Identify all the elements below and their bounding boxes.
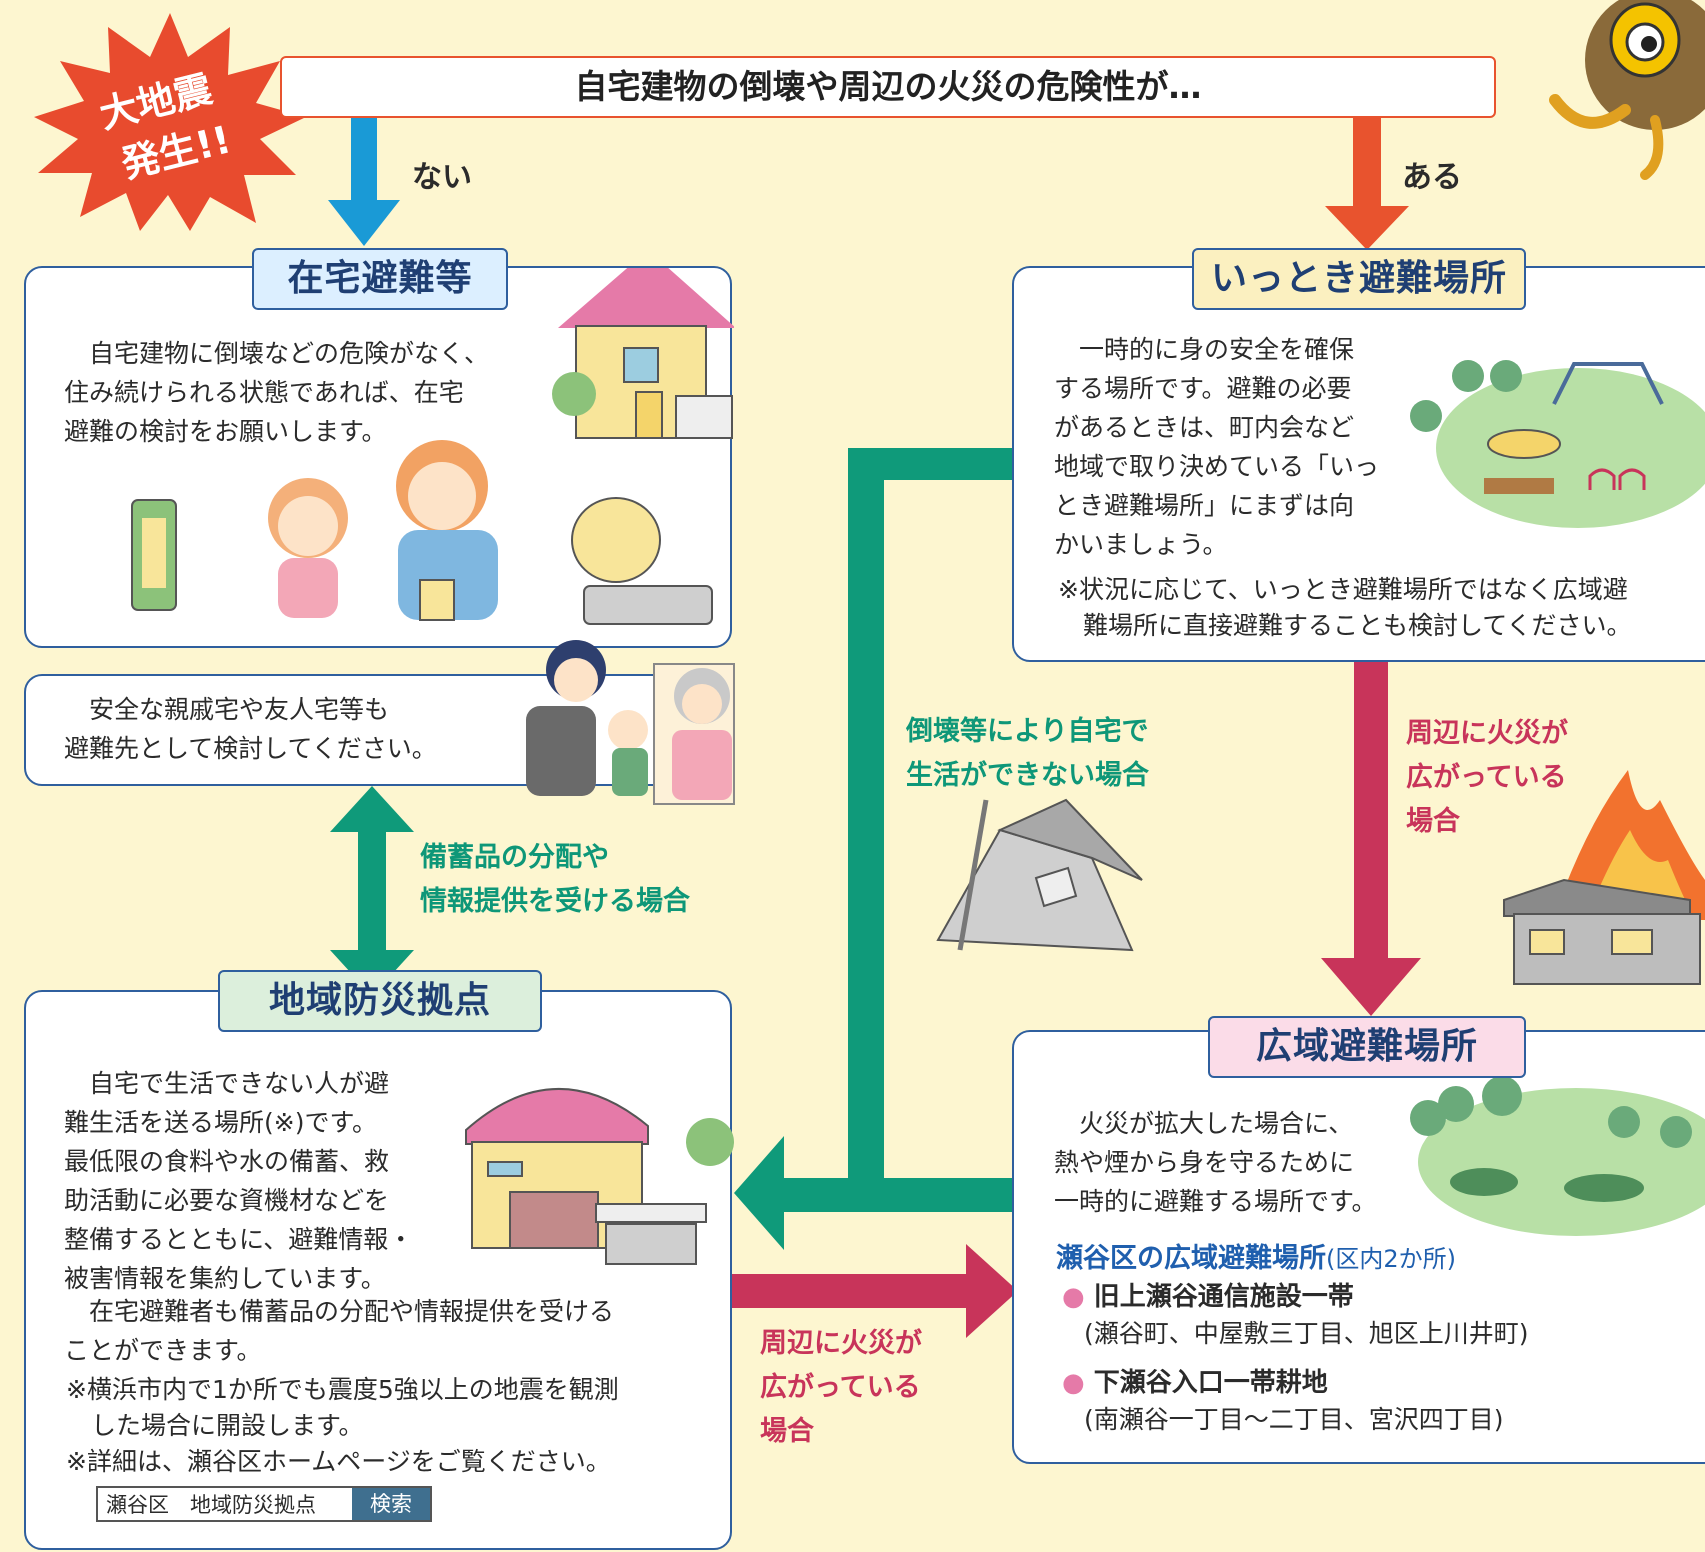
wide-area-item-area: (南瀬谷一丁目〜二丁目、宮沢四丁目): [1084, 1405, 1504, 1434]
park-illustration-icon: [1410, 360, 1705, 528]
relatives-text: 安全な親戚宅や友人宅等も 避難先として検討してください。: [64, 695, 437, 763]
wide-area-list-count: (区内2か所): [1326, 1245, 1456, 1273]
regional-base-note1: ※横浜市内で1か所でも震度5強以上の地震を観測 した場合に開設します。: [66, 1375, 619, 1440]
arrow-yes: [1325, 118, 1409, 250]
question-bar: 自宅建物の倒壊や周辺の火災の危険性が…: [280, 56, 1496, 118]
open-field-illustration-icon: [1410, 1076, 1705, 1236]
temporary-area-box: 一時的に身の安全を確保 する場所です。避難の必要 があるときは、町内会など 地域…: [1012, 248, 1705, 662]
wide-area-list-title: 瀬谷区の広域避難場所: [1056, 1243, 1326, 1274]
fire-label-bottom: 周辺に火災が 広がっている 場合: [760, 1328, 922, 1447]
arrow-fire-down: [1321, 662, 1421, 1016]
wide-area-item: ● 旧上瀬谷通信施設一帯 (瀬谷町、中屋敷三丁目、旭区上川井町): [1062, 1278, 1529, 1352]
home-shelter-text: 自宅建物に倒壊などの危険がなく、 住み続けられる状態であれば、在宅 避難の検討を…: [64, 339, 490, 446]
arrow-no: [328, 118, 400, 246]
bullet-dot-icon: ●: [1062, 1368, 1085, 1398]
regional-base-text1: 自宅で生活できない人が避 難生活を送る場所(※)です。 最低限の食料や水の備蓄、…: [64, 1069, 414, 1293]
arrow-collapse-route: [734, 448, 1018, 1250]
wide-area-item-name: 下瀬谷入口一帯耕地: [1093, 1368, 1328, 1398]
bullet-dot-icon: ●: [1062, 1282, 1085, 1312]
house-illustration-icon: [131, 268, 734, 625]
regional-base-text2: 在宅避難者も備蓄品の分配や情報提供を受ける ことができます。: [64, 1297, 615, 1365]
arrow-supplies-double: [330, 786, 414, 996]
collapse-label: 倒壊等により自宅で 生活ができない場合: [906, 716, 1149, 791]
search-button[interactable]: 検索: [352, 1488, 430, 1520]
base-building-illustration-icon: [465, 1088, 734, 1265]
owl-mascot-icon: [1545, 0, 1705, 180]
wide-area-box: 火災が拡大した場合に、 熱や煙から身を守るために 一時的に避難する場所です。 瀬…: [1012, 1016, 1705, 1464]
burst-star-icon: [34, 13, 306, 231]
regional-base-box: 自宅で生活できない人が避 難生活を送る場所(※)です。 最低限の食料や水の備蓄、…: [24, 970, 734, 1550]
regional-base-title: 地域防災拠点: [218, 970, 542, 1032]
home-shelter-title: 在宅避難等: [252, 248, 508, 310]
earthquake-burst: 大地震 発生!!: [30, 5, 310, 235]
wide-area-text: 火災が拡大した場合に、 熱や煙から身を守るために 一時的に避難する場所です。: [1054, 1109, 1377, 1216]
regional-base-note2: ※詳細は、瀬谷区ホームページをご覧ください。: [66, 1447, 611, 1476]
wide-area-title: 広域避難場所: [1208, 1016, 1526, 1078]
wide-area-item-name: 旧上瀬谷通信施設一帯: [1093, 1282, 1354, 1312]
search-input[interactable]: 瀬谷区 地域防災拠点: [106, 1493, 316, 1517]
question-text: 自宅建物の倒壊や周辺の火災の危険性が…: [574, 67, 1202, 106]
relatives-box: 安全な親戚宅や友人宅等も 避難先として検討してください。: [24, 640, 735, 805]
visitors-illustration-icon: [526, 640, 735, 805]
temporary-area-title: いっとき避難場所: [1192, 248, 1526, 310]
search-box[interactable]: 瀬谷区 地域防災拠点 検索: [96, 1486, 432, 1522]
temporary-area-text: 一時的に身の安全を確保 する場所です。避難の必要 があるときは、町内会など 地域…: [1054, 335, 1380, 559]
branch-yes-label: ある: [1402, 160, 1462, 195]
home-shelter-box: 自宅建物に倒壊などの危険がなく、 住み続けられる状態であれば、在宅 避難の検討を…: [24, 248, 734, 648]
wide-area-item: ● 下瀬谷入口一帯耕地 (南瀬谷一丁目〜二丁目、宮沢四丁目): [1062, 1364, 1504, 1438]
branch-no-label: ない: [412, 160, 472, 195]
temporary-area-note: ※状況に応じて、いっとき避難場所ではなく広域避 難場所に直接避難することも検討し…: [1058, 575, 1632, 640]
wide-area-item-area: (瀬谷町、中屋敷三丁目、旭区上川井町): [1084, 1319, 1529, 1348]
supplies-label: 備蓄品の分配や 情報提供を受ける場合: [420, 842, 690, 917]
wide-area-list-heading: 瀬谷区の広域避難場所(区内2か所): [1056, 1236, 1456, 1275]
fire-label-right: 周辺に火災が 広がっている 場合: [1406, 718, 1568, 837]
arrow-fire-right: [732, 1244, 1018, 1338]
